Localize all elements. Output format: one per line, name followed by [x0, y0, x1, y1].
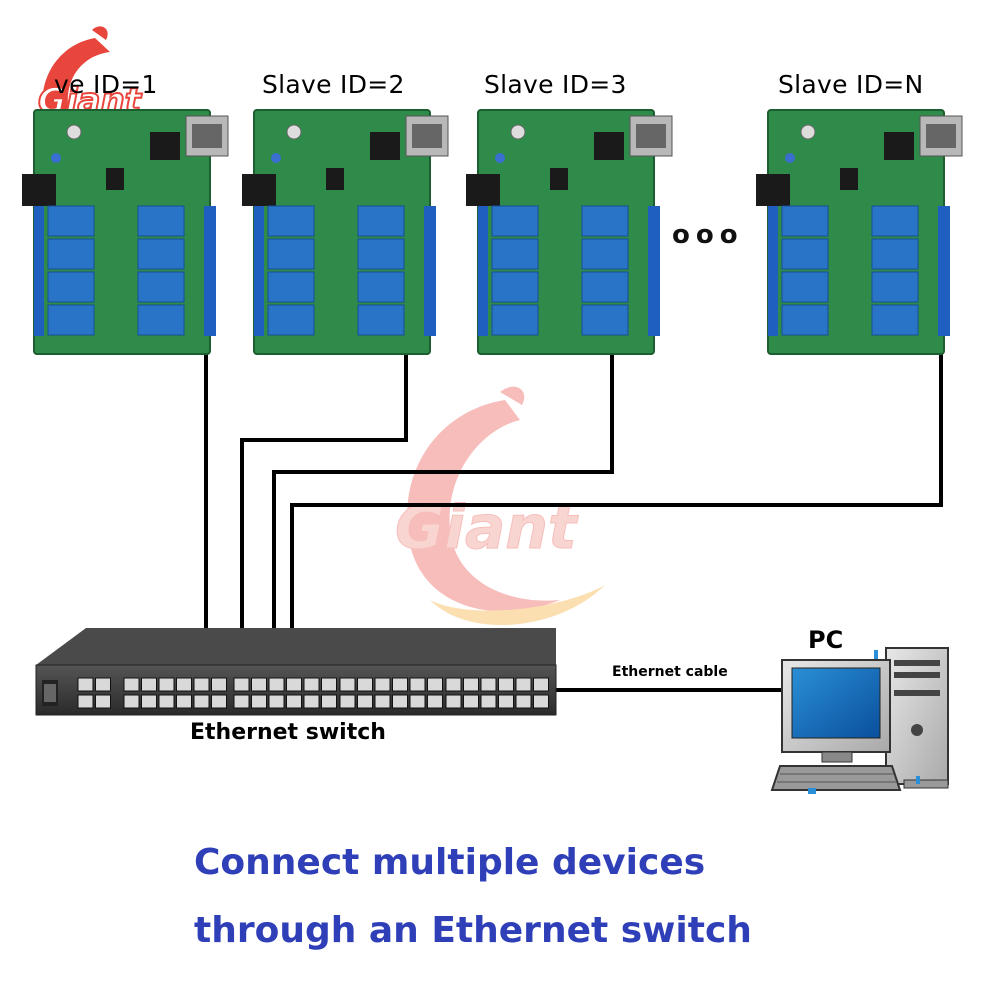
switch-port — [463, 677, 479, 692]
board-slave-1 — [22, 109, 229, 355]
switch-port — [193, 677, 210, 692]
switch-port — [95, 694, 111, 709]
switch-port — [533, 694, 549, 709]
switch-port — [286, 694, 302, 709]
switch-port — [515, 694, 532, 709]
ethernet-switch — [35, 628, 557, 716]
switch-port — [176, 677, 192, 692]
switch-port — [158, 694, 175, 709]
switch-port — [409, 677, 426, 692]
slave-3-label: Slave ID=3 — [484, 70, 627, 99]
pc-tower — [885, 647, 949, 785]
slave-2-label: Slave ID=2 — [262, 70, 405, 99]
pc-keyboard — [770, 765, 902, 791]
switch-port — [303, 677, 320, 692]
switch-port — [445, 677, 462, 692]
switch-port — [211, 694, 227, 709]
pc-illustration — [770, 647, 949, 794]
ethernet-cable-label: Ethernet cable — [612, 664, 728, 680]
switch-port — [141, 677, 157, 692]
switch-ports — [77, 677, 549, 709]
switch-port — [427, 677, 443, 692]
cable-slave-3 — [272, 352, 614, 684]
switch-port — [233, 694, 250, 709]
switch-port — [498, 694, 514, 709]
switch-port — [374, 677, 391, 692]
switch-port — [286, 677, 302, 692]
switch-port — [498, 677, 514, 692]
more-devices-ellipsis: ooo — [672, 220, 744, 250]
slave-1-label: ve ID=1 — [54, 70, 158, 99]
switch-port — [77, 694, 94, 709]
ethernet-switch-label: Ethernet switch — [190, 720, 386, 745]
switch-port — [268, 694, 285, 709]
switch-port — [95, 677, 111, 692]
switch-port — [392, 694, 408, 709]
board-slave-2 — [242, 109, 449, 355]
switch-port — [339, 677, 356, 692]
switch-port — [123, 677, 140, 692]
switch-port — [158, 677, 175, 692]
cable-slave-2 — [240, 352, 408, 684]
cable-slave-n — [290, 352, 943, 684]
switch-port — [409, 694, 426, 709]
switch-port — [176, 694, 192, 709]
board-slave-n — [756, 109, 963, 355]
slave-n-label: Slave ID=N — [778, 70, 924, 99]
switch-port — [480, 694, 497, 709]
switch-port — [357, 677, 373, 692]
switch-port — [392, 677, 408, 692]
switch-port — [533, 677, 549, 692]
pc-screen — [791, 667, 881, 739]
pc-label: PC — [808, 626, 844, 654]
switch-port — [357, 694, 373, 709]
board-slave-3 — [466, 109, 673, 355]
switch-port — [193, 694, 210, 709]
switch-port — [211, 677, 227, 692]
switch-port — [515, 677, 532, 692]
switch-port — [268, 677, 285, 692]
switch-port — [123, 694, 140, 709]
switch-port — [374, 694, 391, 709]
switch-port — [77, 677, 94, 692]
switch-port — [303, 694, 320, 709]
switch-port — [321, 694, 337, 709]
switch-port — [321, 677, 337, 692]
caption-line-1: Connect multiple devices — [194, 842, 706, 883]
switch-port — [463, 694, 479, 709]
caption-line-2: through an Ethernet switch — [194, 910, 752, 951]
switch-port — [233, 677, 250, 692]
switch-port — [251, 694, 267, 709]
switch-port — [445, 694, 462, 709]
switch-port — [141, 694, 157, 709]
switch-port — [480, 677, 497, 692]
switch-port — [339, 694, 356, 709]
switch-port — [251, 677, 267, 692]
switch-port — [427, 694, 443, 709]
